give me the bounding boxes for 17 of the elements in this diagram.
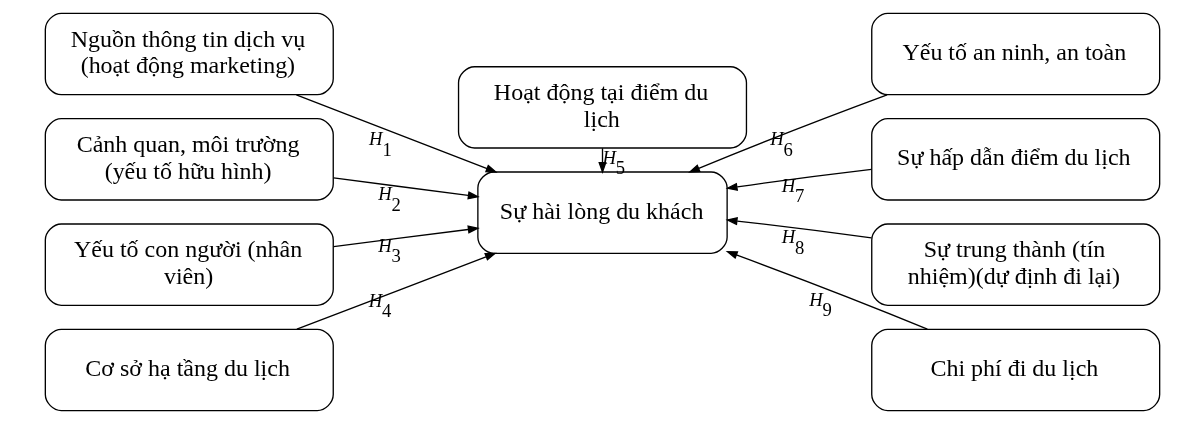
node-box: Cảnh quan, môi trường (yếu tố hữu hình) — [44, 118, 334, 201]
arrow — [687, 94, 888, 173]
arrow — [332, 177, 480, 200]
arrow — [295, 252, 497, 330]
node-box: Yếu tố an ninh, an toàn — [870, 12, 1160, 96]
node-box: Hoạt động tại điểm du lịch — [457, 66, 747, 149]
arrow — [725, 251, 928, 330]
arrow — [725, 216, 872, 239]
node-box: Cơ sở hạ tầng du lịch — [44, 328, 334, 412]
node-box: Sự trung thành (tín nhiệm)(dự định đi lại) — [870, 223, 1160, 306]
arrow — [725, 168, 872, 191]
arrow — [295, 94, 498, 173]
node-box: Nguồn thông tin dịch vụ (hoạt động marketing) — [44, 12, 334, 96]
arrow — [332, 225, 480, 248]
node-box: Sự hấp dẫn điểm du lịch — [870, 118, 1160, 201]
node-box: Chi phí đi du lịch — [870, 328, 1160, 412]
node-box: Yếu tố con người (nhân viên) — [44, 223, 334, 306]
